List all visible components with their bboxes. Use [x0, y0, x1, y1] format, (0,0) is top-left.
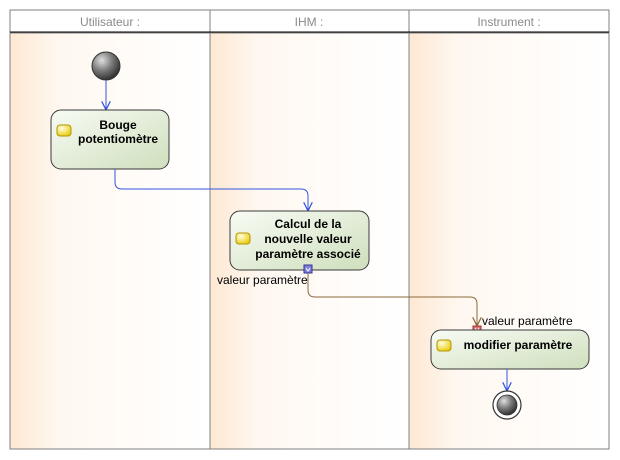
object-flow-valeur-parametre[interactable]: [307, 273, 477, 325]
input-pin-label: valeur paramètre: [482, 314, 573, 328]
action-icon: [56, 124, 72, 137]
control-flow-bouge-calcul[interactable]: [114, 169, 308, 210]
swimlane-title-instrument: Instrument :: [477, 15, 540, 29]
action-label-line: Calcul de la: [275, 217, 342, 231]
action-icon: [436, 339, 452, 352]
action-label-line: paramètre associé: [255, 247, 361, 261]
output-pin[interactable]: [303, 264, 313, 274]
action-label-line: potentiomètre: [78, 132, 158, 146]
action-calcul-nouvelle-valeur[interactable]: Calcul de la nouvelle valeur paramètre a…: [229, 210, 370, 271]
action-label-line: Bouge: [99, 118, 137, 132]
swimlane-instrument: Instrument :: [408, 9, 610, 450]
action-label-line: modifier paramètre: [464, 338, 573, 352]
swimlane-title-utilisateur: Utilisateur :: [80, 15, 140, 29]
action-bouge-potentiometre[interactable]: Bouge potentiomètre: [50, 109, 170, 170]
action-icon: [235, 232, 251, 245]
swimlane-title-ihm: IHM :: [295, 15, 324, 29]
final-node[interactable]: [492, 390, 522, 420]
action-modifier-parametre[interactable]: modifier paramètre: [430, 329, 590, 370]
initial-node[interactable]: [91, 51, 121, 81]
output-pin-label: valeur paramètre: [217, 273, 308, 287]
action-label-line: nouvelle valeur: [264, 232, 352, 246]
swimlane-utilisateur: Utilisateur :: [9, 9, 211, 450]
